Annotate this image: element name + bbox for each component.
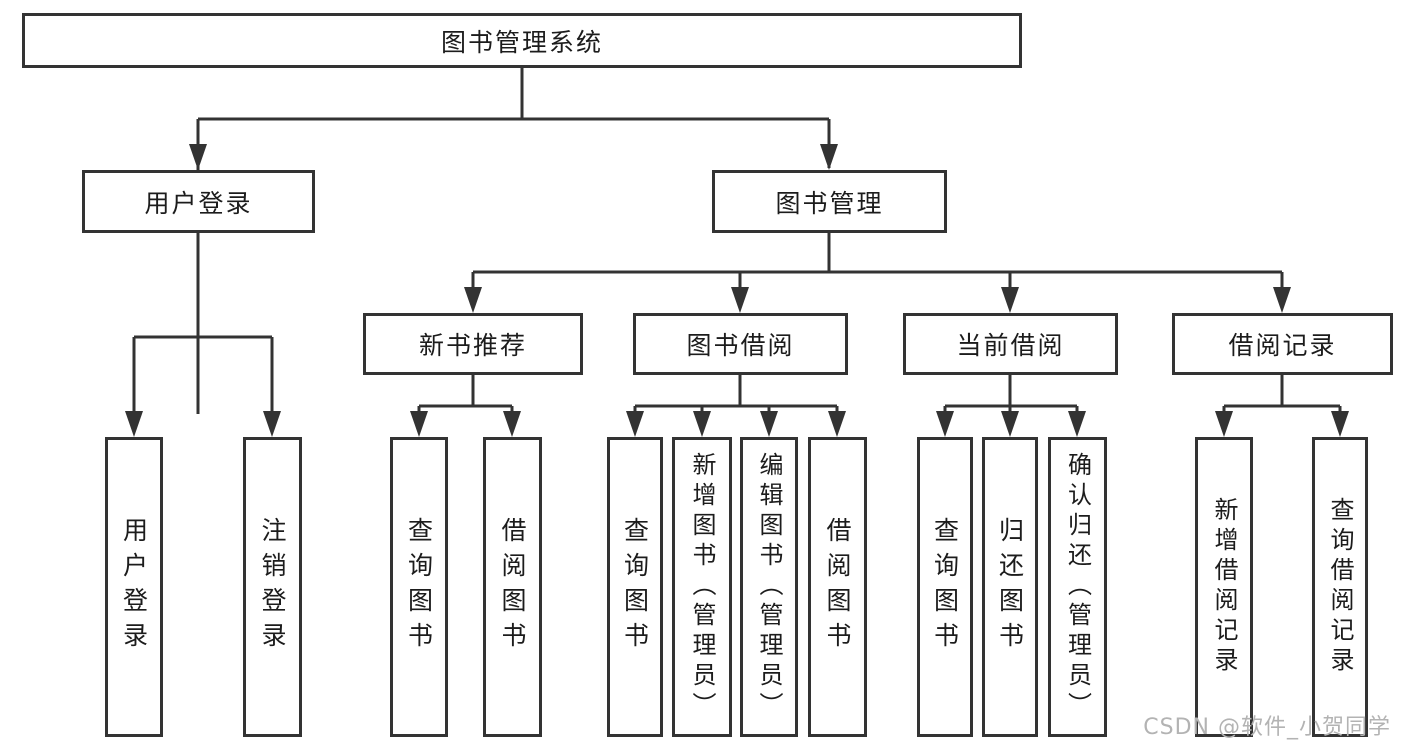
leaf-add-borrow-record: 新增借阅记录 bbox=[1195, 437, 1253, 737]
leaf-query-books-recommend: 查询图书 bbox=[390, 437, 448, 737]
node-user-login: 用户登录 bbox=[82, 170, 315, 233]
leaf-borrow-books-recommend: 借阅图书 bbox=[483, 437, 542, 737]
leaf-query-books-borrowing: 查询图书 bbox=[607, 437, 663, 737]
csdn-watermark: CSDN @软件_小贺同学 bbox=[1143, 715, 1391, 740]
leaf-user-login: 用户登录 bbox=[105, 437, 163, 737]
leaf-logout-login: 注销登录 bbox=[243, 437, 302, 737]
leaf-query-borrow-record: 查询借阅记录 bbox=[1312, 437, 1368, 737]
leaf-edit-books-admin: 编辑图书（管理员） bbox=[740, 437, 798, 737]
node-new-book-recommendation: 新书推荐 bbox=[363, 313, 583, 375]
leaf-query-books-current: 查询图书 bbox=[917, 437, 973, 737]
leaf-add-books-admin: 新增图书（管理员） bbox=[672, 437, 732, 737]
node-borrowing-records: 借阅记录 bbox=[1172, 313, 1393, 375]
node-book-borrowing: 图书借阅 bbox=[633, 313, 848, 375]
leaf-return-books: 归还图书 bbox=[982, 437, 1038, 737]
leaf-borrow-books: 借阅图书 bbox=[808, 437, 867, 737]
leaf-confirm-return-admin: 确认归还（管理员） bbox=[1048, 437, 1107, 737]
node-library-management-system: 图书管理系统 bbox=[22, 13, 1022, 68]
node-book-management: 图书管理 bbox=[712, 170, 947, 233]
node-current-borrowing: 当前借阅 bbox=[903, 313, 1118, 375]
